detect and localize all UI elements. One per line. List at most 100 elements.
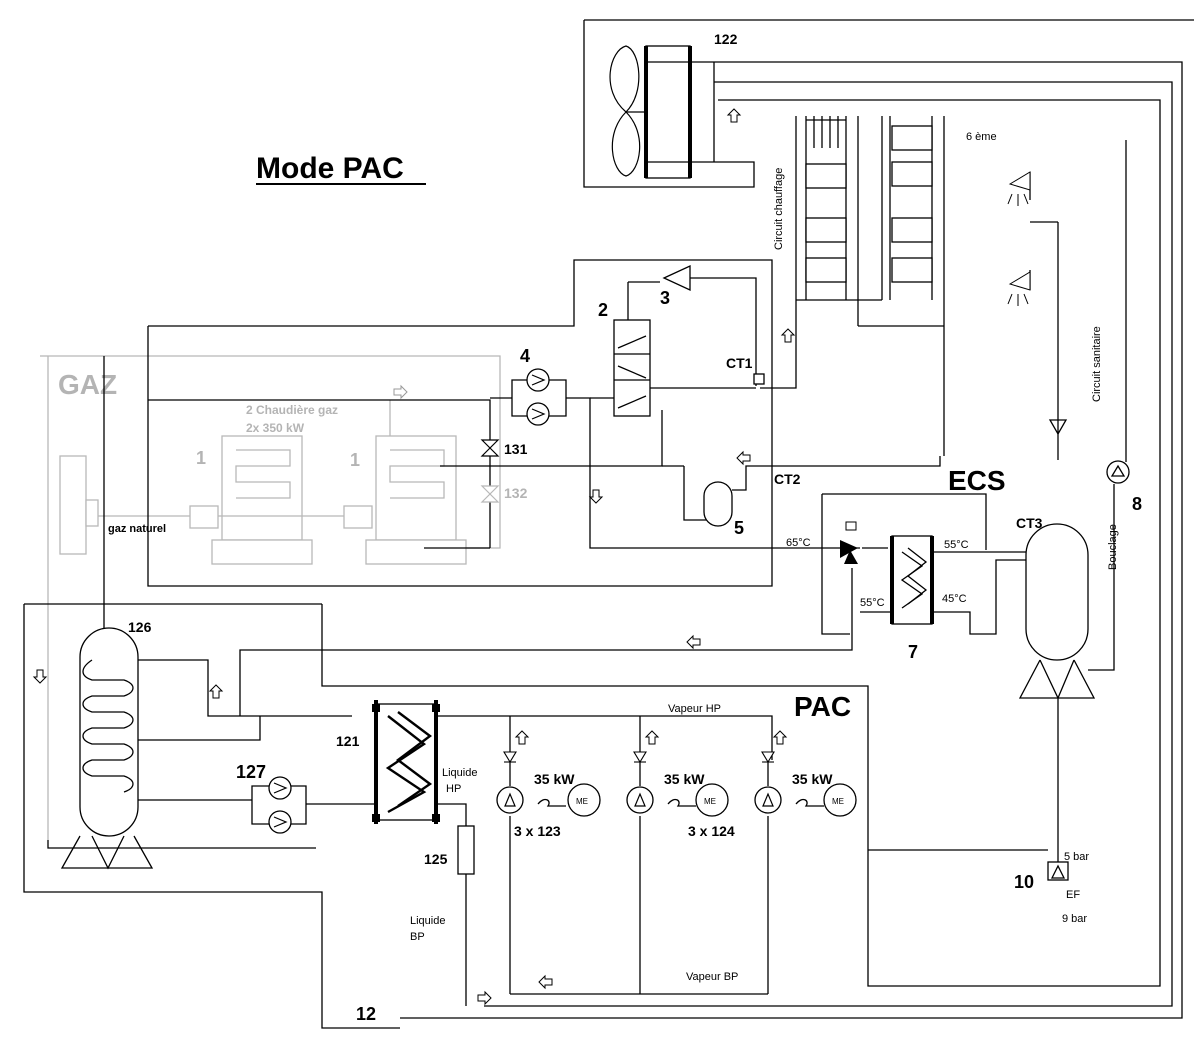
filter-125-number: 125 [424,851,448,867]
heating-circuit: Circuit chauffage 6 ème [760,116,997,456]
bar-5-label: 5 bar [1064,851,1089,863]
drycooler-122: 122 [609,31,738,179]
radiator-icon [891,161,933,187]
drycooler-number: 122 [714,31,738,47]
flow-arrow-icon [645,730,659,745]
pumps-127-number: 127 [236,762,266,782]
vessel-5-number: 5 [734,518,744,538]
heat-exchanger-icon [890,535,934,625]
comp-power-3: 35 kW [792,771,833,787]
gas-meter-icon [59,455,99,555]
radiator-icon [805,257,847,283]
ct3-tank: CT3 [1016,484,1115,862]
tank-126: 126 [60,619,352,870]
ef-label: EF [1066,889,1080,901]
flow-arrow-icon [686,635,701,649]
flow-arrow-icon [727,108,741,123]
radiator-icon [805,217,847,243]
valve-131: 131 [480,439,528,457]
valve-131-number: 131 [504,441,528,457]
boilers-label-line2: 2x 350 kW [246,421,305,435]
compressor-group-123: ME 35 kW 3 x 123 [496,716,601,994]
ct2-label: CT2 [774,471,801,487]
fan-icon [609,45,646,177]
flow-arrow-icon [781,328,795,343]
comp-group-123-label: 3 x 123 [514,823,561,839]
three-way-valve-icon [840,521,858,564]
motor-3-label: ME [832,797,844,806]
tank-126-number: 126 [128,619,152,635]
flow-arrow-icon [209,684,223,699]
pump-icon [268,810,292,834]
circuit-sanitaire-label: Circuit sanitaire [1091,326,1103,402]
liquide-hp-line2: HP [446,783,461,795]
temp-55-left: 55°C [860,597,885,609]
temp-65: 65°C [786,537,811,549]
flow-arrow-icon [773,730,787,745]
boiler-number-a: 1 [196,448,206,468]
boilers-label-line1: 2 Chaudière gaz [246,403,338,417]
motor-1-label: ME [576,797,588,806]
pump-group-4: 4 [511,346,567,426]
ecs-section-title: ECS [948,465,1006,496]
comp-power-2: 35 kW [664,771,705,787]
boiler-number-b: 1 [350,450,360,470]
sanitary-circuit: Circuit sanitaire Bouclage [1007,140,1127,570]
check-valve-icon [503,751,517,763]
pump-icon [268,776,292,800]
check-valve-icon [633,751,647,763]
valve-3-number: 3 [660,288,670,308]
compressor-group-3: ME 35 kW [754,730,857,994]
flow-arrow-icon [33,669,47,684]
page-title: Mode PAC [256,152,404,185]
valve-132: 132 [480,485,528,503]
liquide-hp-line1: Liquide [442,767,477,779]
motor-2-label: ME [704,797,716,806]
flow-arrow-icon [589,489,603,504]
filter-125: 125 [424,825,475,1006]
pump-8: 8 [1106,456,1142,514]
temp-45: 45°C [942,593,967,605]
valve-2: 2 [598,281,756,417]
bouclage-label: Bouclage [1107,524,1119,570]
compressor-icon [626,786,654,814]
comp-group-124-label: 3 x 124 [688,823,735,839]
valve-10-number: 10 [1014,872,1034,892]
shower-icon [1007,171,1031,206]
liquide-bp-line1: Liquide [410,915,445,927]
flow-arrow-icon [477,991,492,1005]
exchanger-121-number: 121 [336,733,360,749]
ct1-label: CT1 [726,355,753,371]
floor-label: 6 ème [966,131,997,143]
valve-10: 5 bar EF 9 bar 10 [868,849,1089,925]
pump-8-number: 8 [1132,494,1142,514]
valve-3: 3 [660,264,757,386]
expansion-vessel-5: 5 [683,456,941,538]
flow-arrow-icon [515,730,529,745]
gas-supply-label: gaz naturel [108,523,166,535]
pump-group-127: 127 [236,762,376,834]
vapeur-bp-label: Vapeur BP [686,971,738,983]
vapeur-hp-label: Vapeur HP [668,703,721,715]
ecs-section: ECS 7 65°C 55°C 55°C 45°C [239,465,1026,716]
compressor-icon [754,786,782,814]
radiator-icon [891,125,933,151]
pump-icon [526,402,550,426]
gas-section: GAZ 2 Chaudière gaz 2x 350 kW 1 1 [40,355,501,840]
pump-icon [526,368,550,392]
line-12-number: 12 [356,1004,376,1024]
circuit-chauffage-label: Circuit chauffage [773,168,785,250]
flow-arrow-icon [538,975,553,989]
compressor-group-124: ME 35 kW 3 x 124 [626,716,735,994]
compressor-icon [496,786,524,814]
bar-9-label: 9 bar [1062,913,1087,925]
exchanger-121: 121 [336,700,773,826]
pac-section-title: PAC [794,691,851,722]
temp-55-top: 55°C [944,539,969,551]
flow-arrow-icon [393,385,408,399]
ct1-sensor: CT1 [726,355,765,385]
gaz-section-title: GAZ [58,369,117,400]
valve-2-number: 2 [598,300,608,320]
radiator-icon [891,217,933,243]
